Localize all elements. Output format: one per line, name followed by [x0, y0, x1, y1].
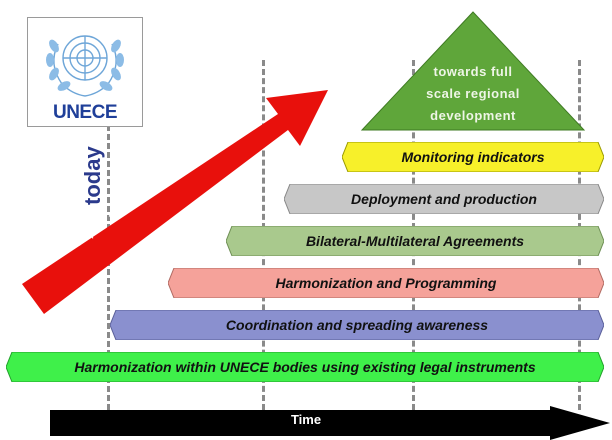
- step-bar-deployment: Deployment and production: [284, 184, 604, 214]
- step-bar-harmonization-unece: Harmonization within UNECE bodies using …: [6, 352, 604, 382]
- time-arrow: [50, 406, 610, 440]
- un-emblem-icon: [46, 35, 124, 97]
- step-label: Coordination and spreading awareness: [225, 317, 489, 333]
- step-label: Deployment and production: [351, 191, 537, 207]
- step-bar-agreements: Bilateral-Multilateral Agreements: [226, 226, 604, 256]
- step-label: Harmonization and Programming: [275, 275, 497, 291]
- triangle-line-1: towards full: [433, 64, 513, 79]
- step-bar-monitoring: Monitoring indicators: [342, 142, 604, 172]
- triangle-line-3: development: [430, 108, 516, 123]
- timeline-dashed-line-1: [107, 125, 110, 410]
- time-label: Time: [290, 412, 322, 427]
- unece-logo: UNECE: [27, 17, 143, 127]
- step-bar-coordination: Coordination and spreading awareness: [110, 310, 604, 340]
- triangle-line-2: scale regional: [426, 86, 520, 101]
- regional-development-triangle: towards full scale regional development: [358, 10, 588, 132]
- logo-text: UNECE: [52, 102, 118, 123]
- step-bar-harmonization-programming: Harmonization and Programming: [168, 268, 604, 298]
- step-label: Bilateral-Multilateral Agreements: [305, 233, 525, 249]
- step-label: Harmonization within UNECE bodies using …: [74, 359, 536, 375]
- step-label: Monitoring indicators: [401, 149, 545, 165]
